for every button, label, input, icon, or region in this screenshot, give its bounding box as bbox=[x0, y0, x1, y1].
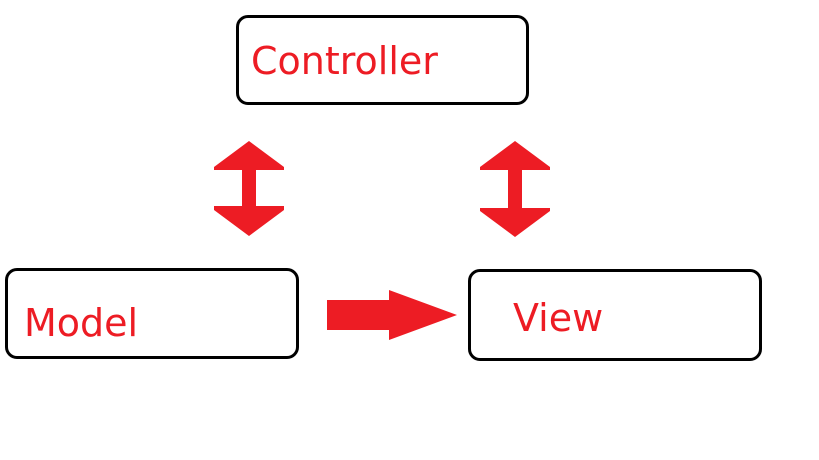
controller-node: Controller bbox=[236, 15, 529, 105]
model-to-view-arrow bbox=[327, 290, 457, 340]
view-label: View bbox=[513, 296, 604, 340]
model-node: Model bbox=[5, 268, 299, 359]
controller-model-double-arrow bbox=[214, 141, 284, 236]
controller-view-double-arrow bbox=[480, 141, 550, 237]
model-label: Model bbox=[24, 301, 139, 345]
view-node: View bbox=[468, 269, 762, 361]
controller-label: Controller bbox=[251, 39, 438, 83]
